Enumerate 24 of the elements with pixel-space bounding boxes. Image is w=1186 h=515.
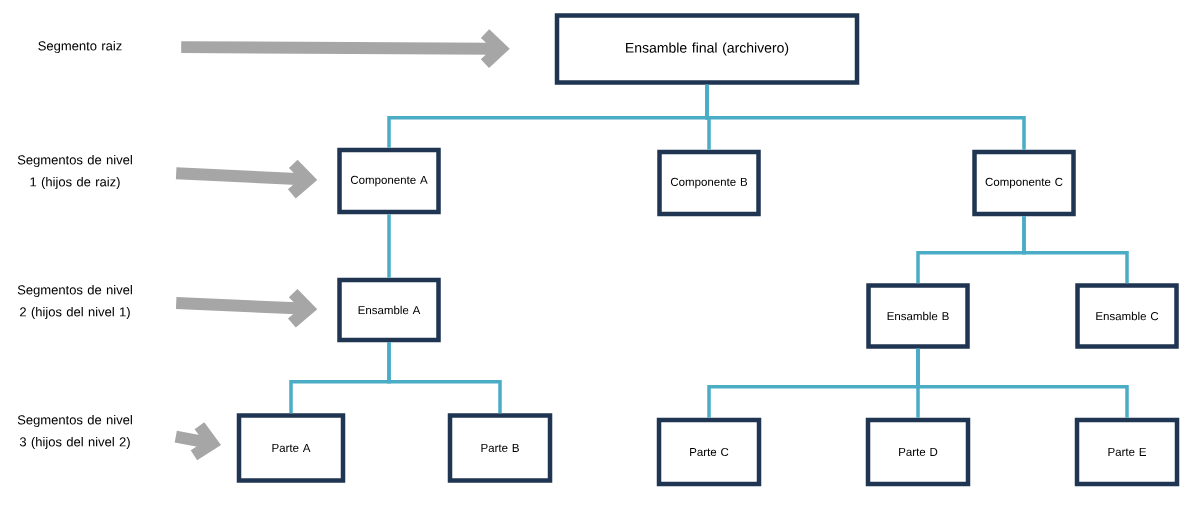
tree-box: Ensamble A — [337, 277, 441, 343]
connector-line — [916, 348, 1129, 418]
tree-box: Parte D — [865, 417, 971, 487]
tree-box: Componente C — [972, 149, 1076, 217]
arrow — [175, 288, 318, 328]
tree-box: Componente B — [657, 149, 761, 217]
level-label: Segmentos de nivel 3 (hijos del nivel 2) — [17, 414, 132, 450]
arrow — [181, 29, 510, 69]
level-label: Segmentos de nivel 2 (hijos del nivel 1) — [17, 284, 132, 320]
tree-box: Parte C — [656, 417, 762, 487]
arrow — [175, 159, 318, 199]
tree-box: Componente A — [337, 147, 441, 215]
connector-line — [1022, 216, 1129, 284]
tree-box: Ensamble B — [866, 283, 970, 349]
tree-box: Ensamble C — [1075, 283, 1179, 349]
tree-box: Parte A — [236, 413, 346, 483]
level-label: Segmentos de nivel 1 (hijos de raiz) — [17, 154, 132, 190]
level-label: Segmento raiz — [38, 40, 122, 54]
connector-line — [705, 84, 1026, 150]
connector-line — [387, 214, 391, 278]
tree-box: Parte E — [1074, 417, 1180, 487]
connector-line — [387, 342, 502, 414]
tree-box: Ensamble final (archivero) — [554, 13, 860, 85]
tree-box: Parte B — [447, 413, 553, 483]
